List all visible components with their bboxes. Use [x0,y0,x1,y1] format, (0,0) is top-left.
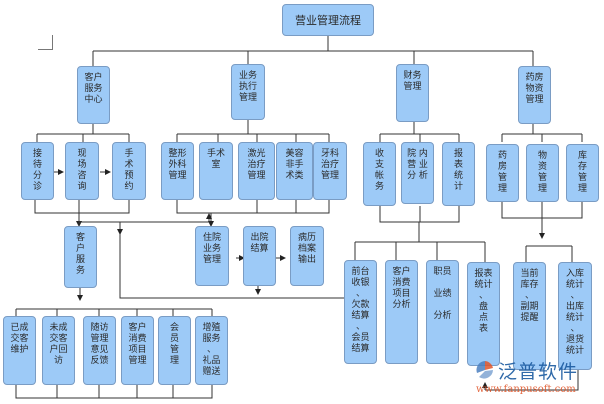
node-label: 会 员 管 理 [169,323,179,366]
node-label: 住院 业务 管理 [202,233,221,265]
title-text: 营业管理流程 [295,13,361,27]
node-label: 激光 治疗 管理 [247,149,266,181]
node-label: 院 内 营 业 分 析 [407,149,428,181]
node-plastic-surgery: 整形 外科 管理 [161,142,194,200]
node-accounts: 收支帐务 [363,142,396,206]
node-surgery-booking: 手术预约 [112,142,146,200]
node-label: 牙科 治疗 管理 [320,149,339,181]
node-membership: 会 员 管 理 [158,316,191,385]
node-label: 随访 管理 意见 反馈 [90,323,109,366]
node-label: 已成 交客 维护 [10,323,29,355]
node-cashier: 前台 收银 、 欠款 结算 、 会员 结算 [344,260,377,364]
node-label: 未成 交客 户回 访 [49,323,68,366]
node-discharge: 出院 结算 [243,226,276,286]
fanpu-logo-icon [476,361,493,379]
node-pharmacy-mgmt: 药房管理 [486,144,519,202]
node-label: 接待分诊 [32,149,42,192]
node-label: 药房管理 [497,151,507,194]
node-beauty-nonsurgical: 美容 非手 术类 [276,142,313,200]
node-label: 美容 非手 术类 [285,149,304,181]
node-customer-service: 客户服务 [64,226,97,288]
node-existing-clients: 已成 交客 维护 [3,316,36,385]
node-label: 财务 管理 [403,71,422,92]
node-label: 库存管理 [577,151,587,194]
node-consult: 现场咨询 [65,142,99,200]
node-report-stats: 报表统计 [442,142,475,206]
node-business-exec: 业务 执行 管理 [231,64,265,120]
node-label: 业务 执行 管理 [238,71,257,103]
title-box: 营业管理流程 [282,4,374,36]
node-label: 客户 消费 项目 管理 [128,323,147,366]
node-label: 客户 消费 项目 分析 [392,267,411,310]
node-label: 物资管理 [537,151,547,194]
node-finance: 财务 管理 [396,64,429,122]
node-label: 前台 收银 、 欠款 结算 、 会员 结算 [351,267,370,354]
node-consumption-analysis: 客户 消费 项目 分析 [385,260,418,364]
node-business-analysis: 院 内 营 业 分 析 [401,142,434,204]
node-operating-room: 手术 室 [199,142,233,200]
watermark-name: 泛普软件 [498,361,579,383]
node-label: 收支帐务 [374,149,384,192]
node-medical-records: 病历 档案 输出 [290,226,324,286]
corner-mark [38,35,53,50]
node-customer-center: 客户 服务 中心 [77,66,110,124]
watermark: 泛普软件 www.fanpusoft.com [470,357,604,404]
node-label: 手术 室 [206,149,225,170]
node-dental: 牙科 治疗 管理 [313,142,347,200]
node-label: 现场咨询 [77,149,87,192]
node-label: 客户服务 [75,233,85,276]
node-label: 整形 外科 管理 [168,149,187,181]
node-label: 报表统计 [453,149,463,192]
node-inventory-mgmt: 库存管理 [566,144,599,202]
node-staff-performance: 职员 业绩 分析 [426,260,459,364]
node-stock-stats: 入库 统计 、 出库 统计 、 退货 统计 [558,262,592,370]
node-reception: 接待分诊 [21,142,54,200]
node-label: 药房 物资 管理 [525,73,544,105]
node-label: 入库 统计 、 出库 统计 、 退货 统计 [565,269,584,356]
node-pharmacy: 药房 物资 管理 [518,66,551,124]
node-label: 手术预约 [124,149,134,192]
node-laser: 激光 治疗 管理 [238,142,275,200]
node-materials-mgmt: 物资管理 [526,144,559,202]
node-label: 增殖 服务 、 礼品 赠送 [202,323,221,377]
node-feedback: 随访 管理 意见 反馈 [83,316,116,385]
node-label: 报表 统计 、 盘 点 表 [474,269,493,334]
node-label: 职员 业绩 分析 [433,267,452,321]
node-label: 病历 档案 输出 [297,233,316,265]
watermark-url: www.fanpusoft.com [476,384,576,395]
node-label: 客户 服务 中心 [84,73,103,105]
node-label: 出院 结算 [250,233,269,254]
node-consumption-items: 客户 消费 项目 管理 [121,316,154,385]
node-value-added: 增殖 服务 、 礼品 赠送 [195,316,228,385]
node-inpatient: 住院 业务 管理 [195,226,229,286]
node-current-stock: 当前 库存 、 副期 提醒 [513,262,546,370]
node-prospect-followup: 未成 交客 户回 访 [42,316,75,385]
node-report-inventory: 报表 统计 、 盘 点 表 [467,262,500,366]
node-label: 当前 库存 、 副期 提醒 [520,269,539,323]
